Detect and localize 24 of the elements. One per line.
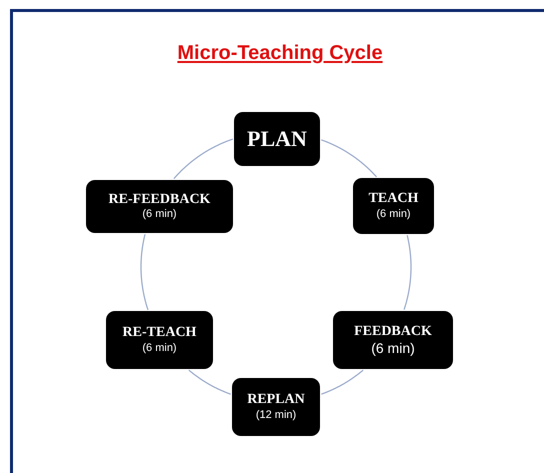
title: Micro-Teaching Cycle <box>176 41 384 66</box>
stage-box <box>353 178 434 234</box>
connector-arc <box>140 234 149 310</box>
stage-name: TEACH <box>368 190 418 208</box>
connector-arc <box>320 139 377 178</box>
duration: (6 min) <box>376 208 411 222</box>
duration: (12 min) <box>256 408 296 423</box>
connector-arc <box>173 138 234 180</box>
stage-box <box>333 311 453 369</box>
stage-name: RE-FEEDBACK <box>108 190 210 208</box>
stage-name: REPLAN <box>247 391 305 409</box>
duration: (6 min) <box>142 208 177 222</box>
duration: (6 min) <box>371 340 415 358</box>
stage-box <box>86 180 233 233</box>
stage-name: FEEDBACK <box>354 322 432 340</box>
connector-arc <box>188 370 232 395</box>
stage-name: RE-TEACH <box>122 324 196 342</box>
stage-name: PLAN <box>247 125 307 153</box>
stage-box <box>232 378 320 436</box>
stage-box <box>234 112 320 166</box>
connector-arc <box>321 370 364 395</box>
duration: (6 min) <box>142 342 177 356</box>
connector-arc <box>404 234 412 310</box>
stage-box <box>106 311 213 369</box>
